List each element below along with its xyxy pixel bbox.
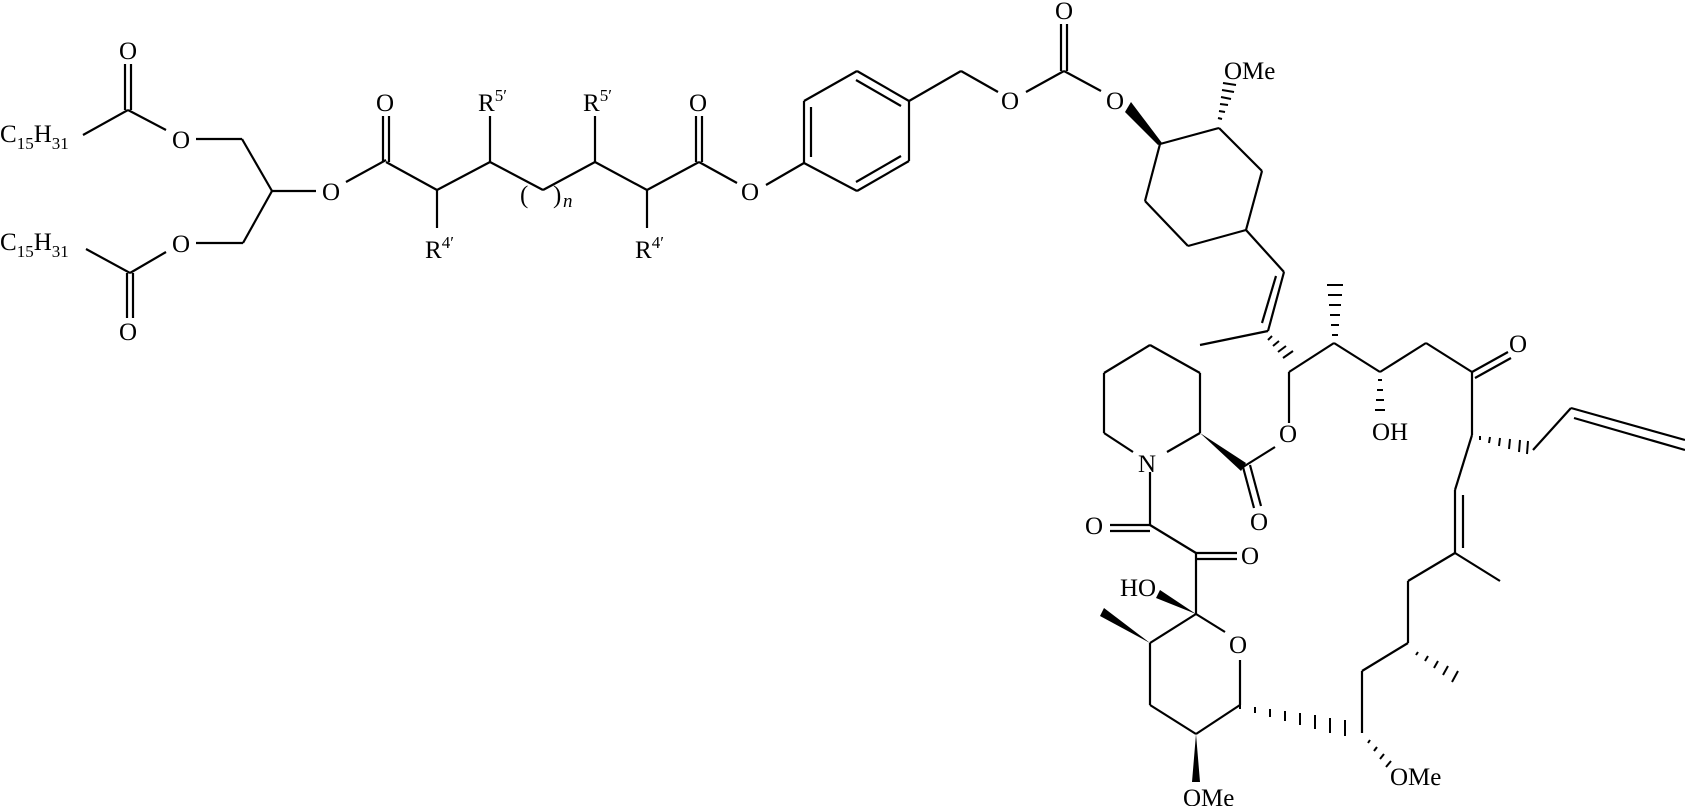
- r4-prime-label: R4′: [635, 233, 664, 264]
- oxygen-label: O: [172, 231, 190, 258]
- wedge-bond: [1125, 102, 1162, 145]
- hashed-bond: [1415, 651, 1459, 683]
- repeat-n-label: n: [563, 191, 573, 212]
- oxygen-label: O: [1055, 0, 1073, 25]
- oxygen-label: O: [1106, 88, 1124, 115]
- hashed-bond: [1239, 705, 1346, 736]
- repeat-paren-close: ): [553, 182, 561, 209]
- wedge-bond: [1200, 433, 1246, 471]
- methoxy-label: OMe: [1183, 785, 1234, 806]
- oxygen-label: O: [322, 179, 340, 206]
- hashed-bond: [1375, 379, 1385, 411]
- rapamycin-macrocycle: [1199, 271, 1685, 768]
- hashed-bond: [1367, 739, 1392, 768]
- oxygen-label: O: [1509, 331, 1527, 358]
- oxygen-label: O: [1241, 543, 1259, 570]
- oxygen-label: O: [1250, 509, 1268, 536]
- pipecolate-ring: [1102, 344, 1276, 614]
- c15h31-top-label: C15H31: [0, 121, 69, 153]
- oxygen-label: O: [376, 90, 394, 117]
- benzyl-ring: [765, 70, 1065, 192]
- r4-prime-label: R4′: [425, 233, 454, 264]
- atom-labels: C15H31 C15H31 O O O O O O R5′ R5′ R4′ R4…: [0, 0, 1527, 806]
- oxygen-label: O: [119, 38, 137, 65]
- wedge-bond: [1100, 608, 1150, 643]
- oxygen-label: O: [172, 127, 190, 154]
- hashed-bond: [1217, 82, 1237, 120]
- hashed-bond: [1327, 284, 1343, 336]
- carbonate-cyclohexyl: [1059, 24, 1285, 273]
- hashed-bond: [1479, 436, 1529, 455]
- r5-prime-label: R5′: [583, 86, 612, 117]
- methoxy-label: OMe: [1224, 58, 1275, 85]
- hydroxyl-label: OH: [1372, 419, 1408, 446]
- oxygen-label: O: [741, 179, 759, 206]
- dipalmitoyl-glycerol: [82, 64, 387, 318]
- oxygen-label: O: [1279, 421, 1297, 448]
- oxygen-label: O: [1085, 513, 1103, 540]
- pyran-ring: [1100, 590, 1242, 782]
- wedge-bond: [1156, 590, 1196, 614]
- repeat-paren-open: (: [520, 182, 528, 209]
- r5-prime-label: R5′: [478, 86, 507, 117]
- methoxy-label: OMe: [1390, 764, 1441, 791]
- c15h31-bottom-label: C15H31: [0, 229, 69, 261]
- diacid-linker: [381, 116, 738, 228]
- oxygen-label: O: [1229, 632, 1247, 659]
- hashed-bond: [1267, 335, 1294, 359]
- nitrogen-label: N: [1138, 451, 1156, 478]
- wedge-bond: [1192, 734, 1200, 782]
- hydroxyl-label: HO: [1120, 575, 1156, 602]
- oxygen-label: O: [689, 90, 707, 117]
- oxygen-label: O: [119, 319, 137, 346]
- oxygen-label: O: [1001, 88, 1019, 115]
